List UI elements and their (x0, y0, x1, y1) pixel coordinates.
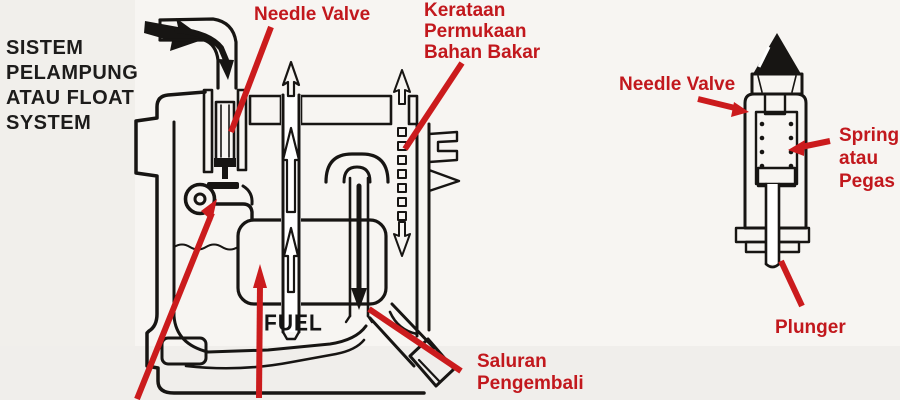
down-flow-arrow (351, 288, 367, 310)
carburetor-body (134, 90, 426, 395)
vent-tube (324, 152, 390, 324)
page-title: SISTEM PELAMPUNG ATAU FLOAT SYSTEM (6, 36, 138, 136)
needle-valve-detail-drawing (697, 33, 831, 308)
float-arm-clip (207, 182, 239, 189)
pivot-pointer-arrow (134, 211, 215, 400)
fuel-level-label-line: Bahan Bakar (424, 42, 541, 63)
spring-label: Spring atau Pegas (839, 124, 899, 193)
float (236, 218, 388, 306)
spring-label-line: atau (839, 148, 879, 169)
fuel-level-label-line: Permukaan (424, 21, 527, 42)
plunger-rod (764, 182, 781, 269)
up-flow-arrow (281, 60, 301, 98)
title-line: ATAU FLOAT (6, 87, 135, 109)
float-pointer-arrow (256, 283, 263, 399)
needle-valve-assembly (183, 88, 254, 221)
float-arm (212, 202, 254, 221)
needle-valve-label-main: Needle Valve (254, 4, 371, 25)
spring-pointer (800, 138, 831, 150)
return-channel-label-line: Saluran (477, 351, 547, 372)
return-channel-label: Saluran Pengembali (477, 351, 584, 395)
fuel-level-indicator (393, 69, 411, 257)
annotation-pointers-detail (697, 96, 831, 308)
spring-coil-dots (759, 121, 794, 169)
fuel-surface-hatch (248, 94, 419, 126)
mounting-flange (734, 226, 768, 244)
fuel-text: FUEL (264, 311, 323, 336)
bowl-right-wall (388, 122, 461, 338)
needle-valve-label-detail: Needle Valve (619, 74, 736, 95)
float-system-cross-section (134, 17, 465, 400)
return-channel-label-line: Pengembali (477, 373, 584, 394)
fuel-level-label: Kerataan Permukaan Bahan Bakar (424, 0, 540, 63)
plunger-label: Plunger (775, 317, 846, 338)
spring-label-line: Pegas (839, 171, 895, 192)
fuel-level-label-line: Kerataan (424, 0, 506, 21)
main-nozzle (281, 60, 301, 341)
title-line: SISTEM (6, 37, 84, 59)
plunger-pointer (778, 259, 805, 308)
needle-valve-detail-pointer (697, 96, 736, 111)
fuel-level-pointer-line (402, 61, 465, 151)
valve-body (743, 92, 808, 230)
spring-label-line: Spring (839, 125, 900, 146)
needle-cone-tip (753, 33, 801, 74)
mounting-flange (777, 226, 811, 244)
return-pointer-line (367, 306, 463, 374)
title-line: PELAMPUNG (6, 62, 139, 84)
up-flow-arrow (281, 126, 301, 214)
title-line: SYSTEM (6, 112, 92, 134)
fuel-inlet-pipe (144, 17, 238, 90)
up-flow-arrow (282, 226, 300, 294)
annotation-pointers-main (134, 25, 465, 400)
needle-valve-pointer-line (228, 25, 274, 134)
float-pivot (183, 182, 217, 216)
